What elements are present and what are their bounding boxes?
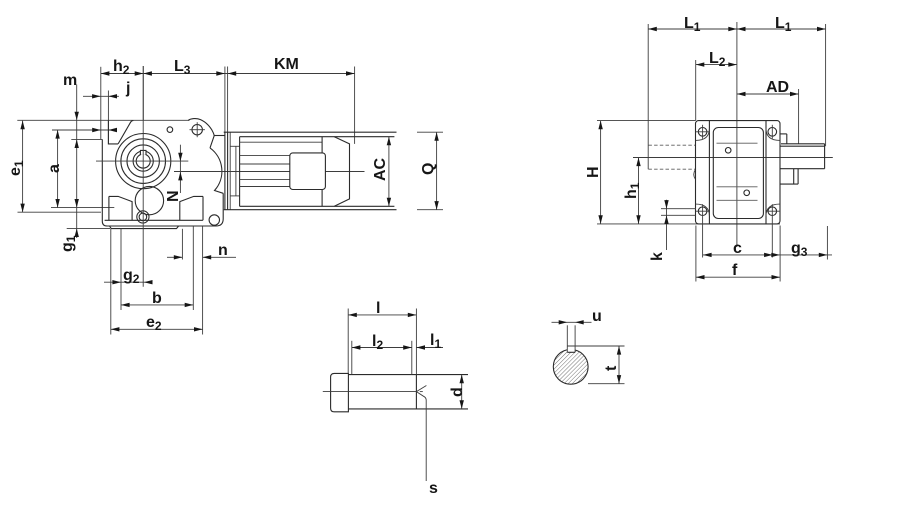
svg-text:AD: AD <box>766 79 789 96</box>
svg-text:g3: g3 <box>791 240 808 259</box>
svg-text:e1: e1 <box>7 160 26 176</box>
svg-text:L3: L3 <box>174 58 191 77</box>
svg-text:n: n <box>218 242 228 259</box>
svg-text:H: H <box>585 166 602 178</box>
svg-text:c: c <box>733 240 742 257</box>
svg-text:g1: g1 <box>59 235 78 252</box>
svg-text:u: u <box>592 308 602 325</box>
svg-text:l2: l2 <box>372 333 383 352</box>
svg-text:d: d <box>449 387 466 397</box>
svg-text:h2: h2 <box>113 58 130 77</box>
svg-text:h1: h1 <box>623 182 642 199</box>
svg-text:L1: L1 <box>684 15 701 34</box>
svg-text:g2: g2 <box>123 267 140 286</box>
svg-text:l1: l1 <box>430 332 441 351</box>
svg-text:Q: Q <box>420 163 437 175</box>
svg-text:AC: AC <box>372 157 389 181</box>
svg-text:f: f <box>732 262 738 279</box>
svg-text:a: a <box>46 164 63 173</box>
svg-text:l: l <box>376 300 380 317</box>
svg-text:L2: L2 <box>709 50 726 69</box>
svg-text:k: k <box>649 252 666 261</box>
svg-text:L1: L1 <box>775 15 792 34</box>
svg-text:t: t <box>603 365 620 371</box>
svg-text:KM: KM <box>274 56 299 73</box>
svg-text:e2: e2 <box>146 314 162 333</box>
svg-text:b: b <box>152 290 162 307</box>
svg-text:N: N <box>165 190 182 202</box>
svg-text:j: j <box>125 80 130 97</box>
svg-text:m: m <box>63 72 77 89</box>
svg-text:s: s <box>429 480 438 497</box>
